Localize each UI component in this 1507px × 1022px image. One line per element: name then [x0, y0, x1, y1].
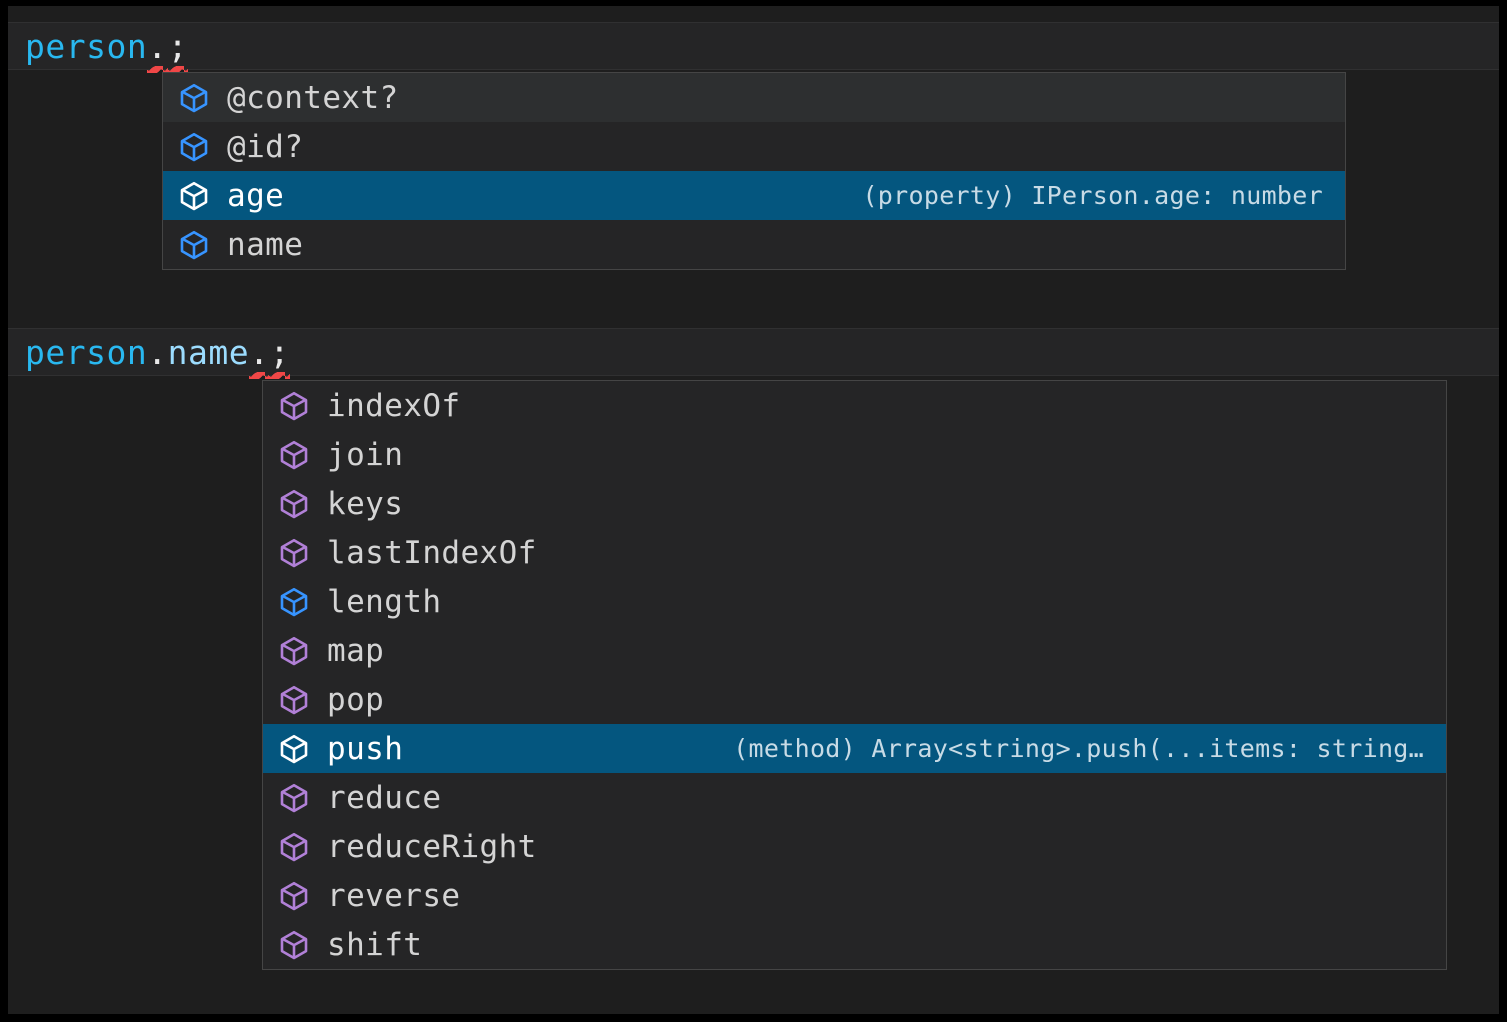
property-cube-icon [177, 81, 211, 115]
suggest-item-id[interactable]: @id? [163, 122, 1345, 171]
property-cube-icon [177, 179, 211, 213]
suggest-item-label: reverse [327, 877, 461, 914]
suggest-item-label: pop [327, 681, 385, 718]
method-cube-icon [277, 781, 311, 815]
suggest-item-reverse[interactable]: reverse [263, 871, 1446, 920]
suggest-item-label: push [327, 730, 404, 767]
suggest-widget-person[interactable]: @context? @id? age (property) IPerson.age: … [162, 72, 1346, 270]
suggest-item-length[interactable]: length [263, 577, 1446, 626]
suggest-item-label: map [327, 632, 385, 669]
method-cube-icon [277, 928, 311, 962]
method-cube-icon [277, 389, 311, 423]
method-cube-icon [277, 487, 311, 521]
person-name-dot-token-2: name [167, 332, 250, 372]
suggest-item-age[interactable]: age (property) IPerson.age: number [163, 171, 1345, 220]
code-editor-surface[interactable]: person.; @context? @id? age (property) IPer… [8, 6, 1499, 1014]
suggest-item-pop[interactable]: pop [263, 675, 1446, 724]
suggest-item-label: reduce [327, 779, 442, 816]
suggest-item-lastindexof[interactable]: lastIndexOf [263, 528, 1446, 577]
method-cube-icon [277, 438, 311, 472]
method-cube-icon [277, 536, 311, 570]
suggest-item-detail: (property) IPerson.age: number [862, 181, 1323, 210]
person-name-dot-token-3: . [249, 332, 270, 379]
method-cube-icon [277, 634, 311, 668]
suggest-item-detail: (method) Array<string>.push(...items: st… [733, 734, 1424, 763]
suggest-item-label: @context? [227, 79, 399, 116]
suggest-item-map[interactable]: map [263, 626, 1446, 675]
suggest-item-label: length [327, 583, 442, 620]
suggest-item-label: lastIndexOf [327, 534, 537, 571]
suggest-item-context[interactable]: @context? [163, 73, 1345, 122]
suggest-item-reduceright[interactable]: reduceRight [263, 822, 1446, 871]
suggest-item-label: age [227, 177, 285, 214]
suggest-item-label: join [327, 436, 404, 473]
suggest-item-indexof[interactable]: indexOf [263, 381, 1446, 430]
suggest-item-shift[interactable]: shift [263, 920, 1446, 969]
suggest-item-reduce[interactable]: reduce [263, 773, 1446, 822]
property-cube-icon [277, 585, 311, 619]
method-cube-icon [277, 732, 311, 766]
person-name-dot-token-0: person [25, 332, 148, 372]
suggest-item-label: reduceRight [327, 828, 537, 865]
property-cube-icon [177, 228, 211, 262]
code-line-person-dot[interactable]: person.; [8, 22, 1499, 73]
suggest-item-label: keys [327, 485, 404, 522]
suggest-item-label: name [227, 226, 304, 263]
person-name-dot-token-1: . [147, 332, 168, 372]
suggest-item-name[interactable]: name [163, 220, 1345, 269]
suggest-item-label: indexOf [327, 387, 461, 424]
method-cube-icon [277, 879, 311, 913]
method-cube-icon [277, 683, 311, 717]
suggest-item-keys[interactable]: keys [263, 479, 1446, 528]
person-name-dot-token-4: ; [269, 332, 291, 379]
suggest-widget-person-name[interactable]: indexOf join keys lastIndexOf length map pop pu… [262, 380, 1447, 970]
code-line-person-name-dot[interactable]: person.name.; [8, 328, 1499, 379]
method-cube-icon [277, 830, 311, 864]
suggest-item-join[interactable]: join [263, 430, 1446, 479]
person-dot-token-0: person [25, 26, 148, 66]
person-dot-token-2: ; [167, 26, 189, 73]
person-dot-token-1: . [147, 26, 168, 73]
suggest-item-push[interactable]: push (method) Array<string>.push(...items… [263, 724, 1446, 773]
property-cube-icon [177, 130, 211, 164]
suggest-item-label: shift [327, 926, 423, 963]
suggest-item-label: @id? [227, 128, 304, 165]
